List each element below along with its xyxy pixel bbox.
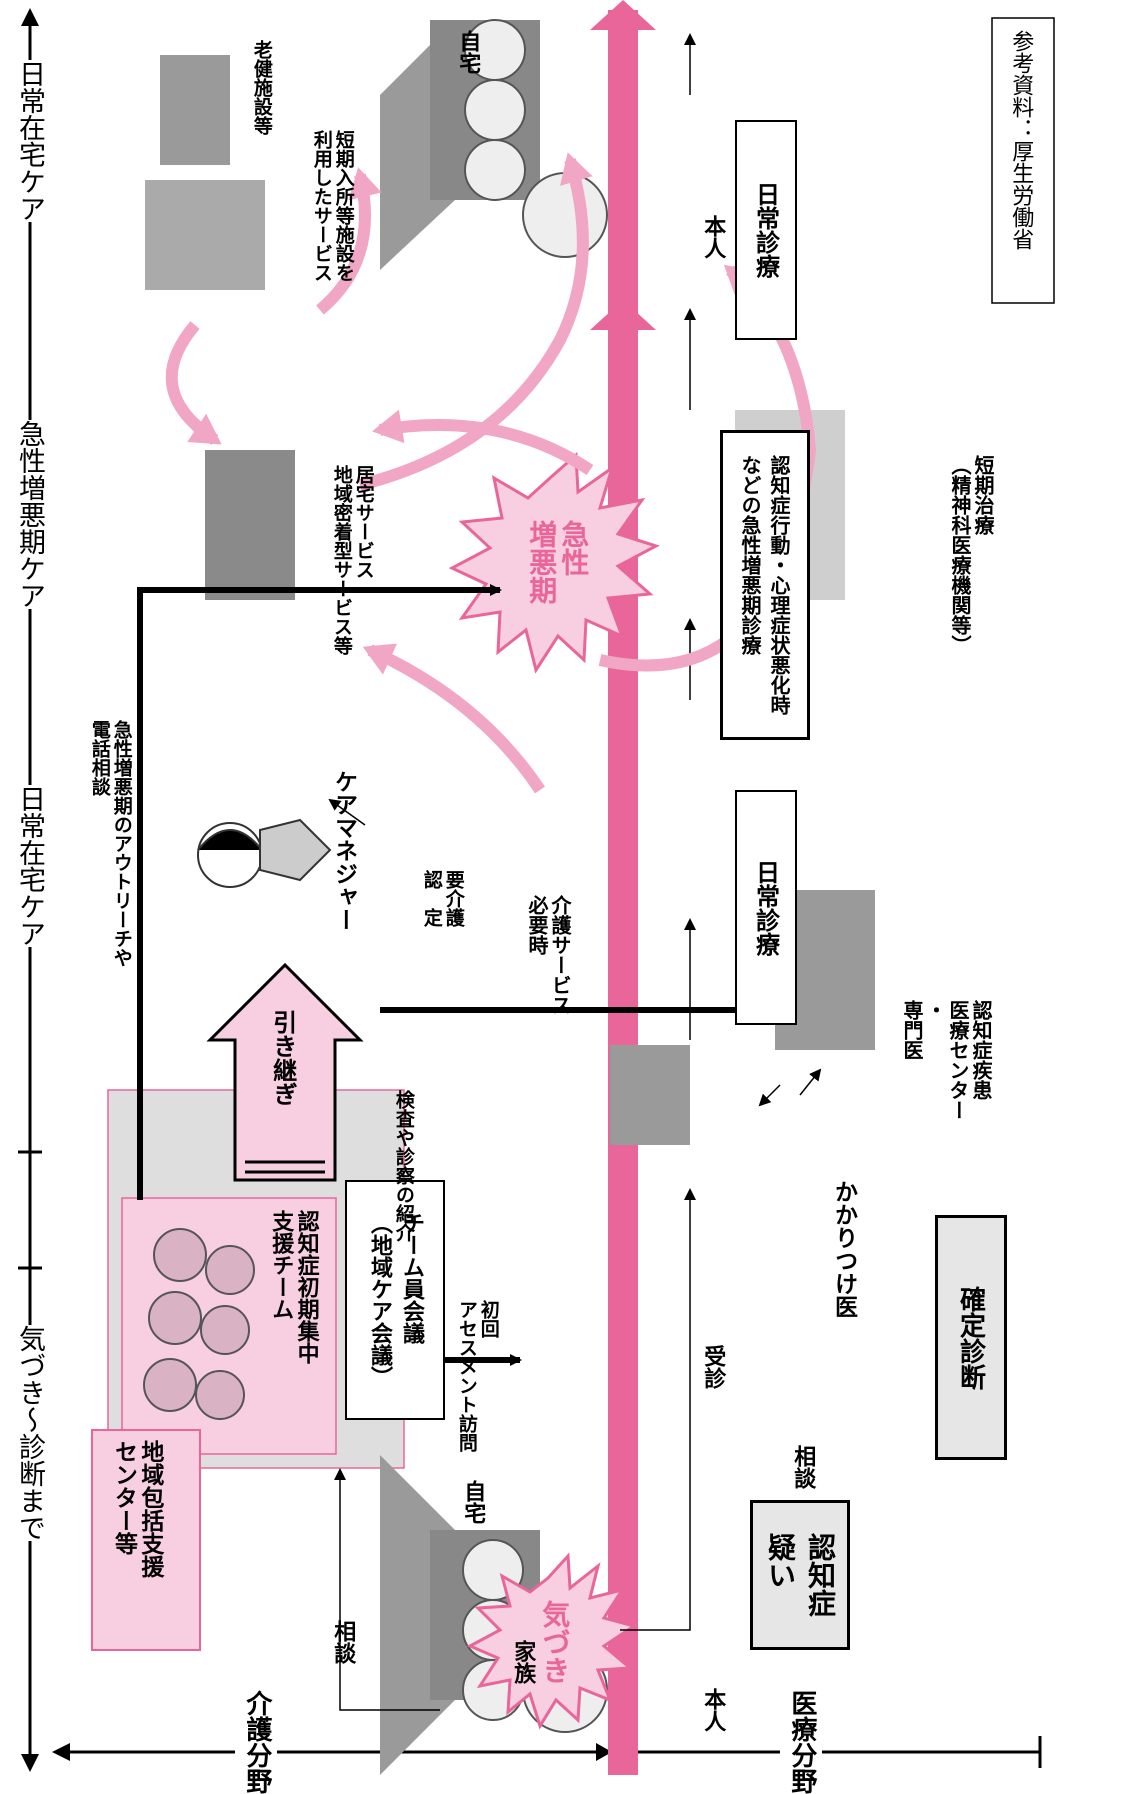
suspect-box: 認知症 疑い <box>750 1500 850 1650</box>
field-care: 介護分野 <box>235 1690 277 1794</box>
tanki-nyusho-label: 短期入所等施設を 利用したサービス <box>310 130 354 282</box>
acute-burst-label: 急性 増悪期 <box>525 520 589 604</box>
nichijou-box-2: 日常診療 <box>735 120 797 340</box>
home-right-label: 自宅 <box>455 30 480 74</box>
field-rule <box>52 1736 1040 1768</box>
phase-daily-care-1: 日常在宅ケア <box>14 785 45 947</box>
kyotaku-label: 居宅サービス 地域密着型サービス等 <box>330 465 374 655</box>
kakutei-box: 確定診断 <box>935 1215 1007 1460</box>
soudan-right-label: 相談 <box>790 1445 815 1489</box>
youkaigo-label: 要介護 認 定 <box>420 870 464 927</box>
notice-burst-label: 気づき <box>538 1600 570 1684</box>
kaigo-service-label: 介護サービス 必要時 <box>525 895 571 1015</box>
family-label: 家族 <box>510 1640 535 1684</box>
first-visit-label: 初回 アセスメント訪問 <box>455 1300 499 1452</box>
kensa-label: 検査や診察の紹介 <box>392 1090 414 1242</box>
care-manager-icon <box>198 820 330 887</box>
source-label: 参考資料：厚生労働省 <box>1008 30 1033 250</box>
outreach-label: 急性増悪期のアウトリーチや 電話相談 <box>88 720 132 967</box>
clinic-building-icon <box>610 1045 690 1145</box>
team-label: 認知症初期集中 支援チーム <box>268 1210 319 1364</box>
timeline-bar <box>608 10 638 1775</box>
timeline-arrow-top <box>590 0 656 30</box>
center-label: 認知症疾患 医療センター ・ 専門医 <box>900 1000 992 1120</box>
nichijou-box-1: 日常診療 <box>735 790 797 1025</box>
field-medical: 医療分野 <box>780 1690 822 1794</box>
phase-acute-care: 急性増悪期ケア <box>14 420 45 609</box>
tanki-label: 短期治療 （精神科医療機関等） <box>948 455 994 655</box>
bpsd-box: 認知症行動・心理症状悪化時 などの急性増悪期診療 <box>720 430 810 740</box>
team-members-icon <box>144 1229 254 1419</box>
honnin-left-label: 本人 <box>700 1688 725 1732</box>
roken-label: 老健施設等 <box>250 40 272 135</box>
caremanager-label: ケアマネジャー <box>330 770 356 931</box>
kyotaku-building-icon <box>205 450 295 600</box>
jushin-label: 受診 <box>700 1345 725 1389</box>
patient-right-icon <box>523 173 607 257</box>
phase-notice-to-diagnosis: 気づき〜診断まで <box>14 1325 45 1541</box>
chiiki-label: 地域包括支援 センター等 <box>110 1440 163 1578</box>
phase-daily-care-2: 日常在宅ケア <box>14 60 45 222</box>
home-left-label: 自宅 <box>460 1480 485 1524</box>
hikitsugi-label: 引き継ぎ <box>268 1010 296 1106</box>
soudan-left-label: 相談 <box>330 1620 355 1664</box>
roken-building-icon <box>145 55 265 290</box>
kakaritsuke-label: かかりつけ医 <box>830 1180 856 1318</box>
honnin-right-label: 本人 <box>700 215 725 259</box>
